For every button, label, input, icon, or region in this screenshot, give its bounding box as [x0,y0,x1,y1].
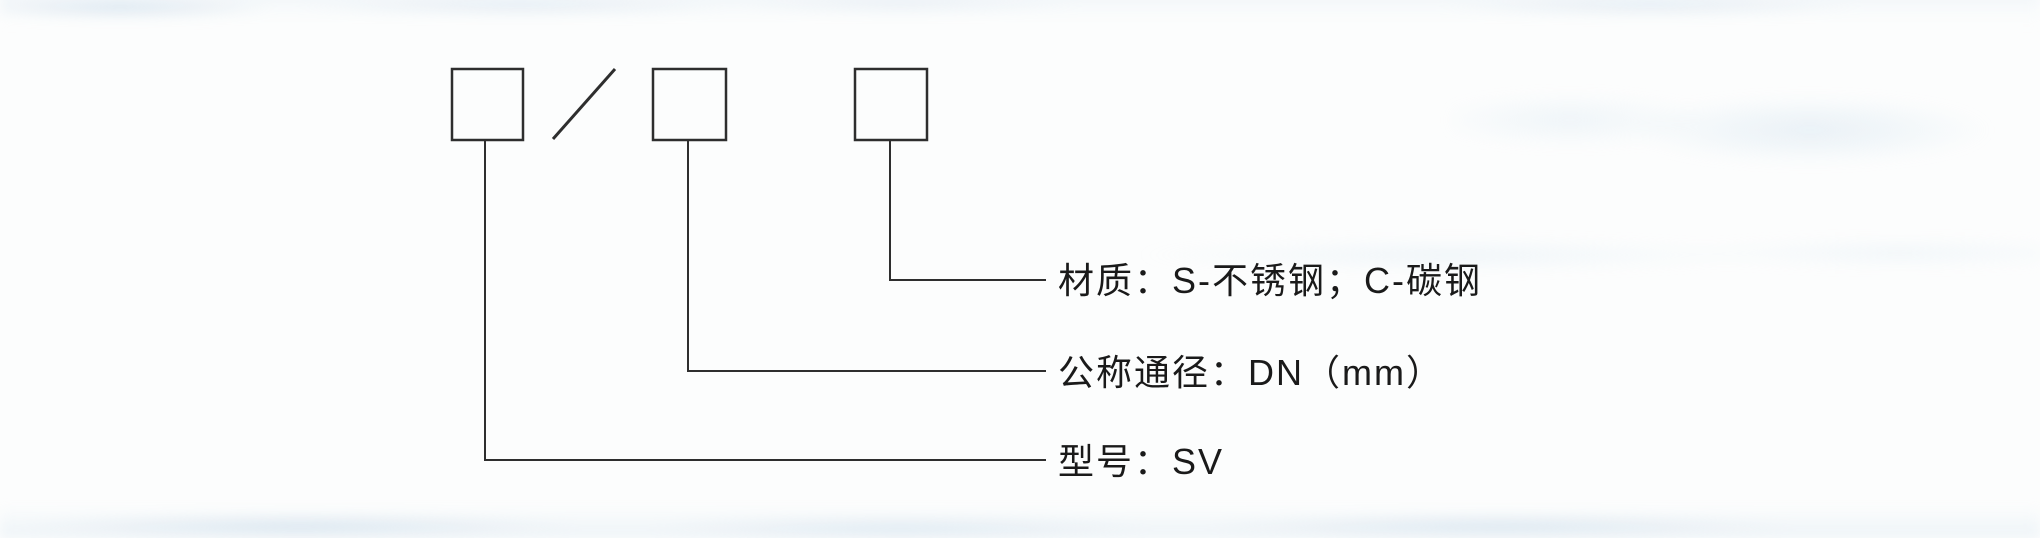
model-code-box [450,67,525,142]
diameter-code-box [651,67,728,142]
leader-line-model [484,141,1046,461]
material-code-box [853,67,929,142]
leader-line-diameter [687,141,1046,372]
leader-line-material [889,141,1046,281]
label-nominal-diameter: 公称通径：DN（mm） [1058,352,1444,393]
slash-separator [551,68,617,140]
label-model: 型号：SV [1058,441,1225,482]
label-material: 材质：S-不锈钢；C-碳钢 [1058,260,1482,301]
